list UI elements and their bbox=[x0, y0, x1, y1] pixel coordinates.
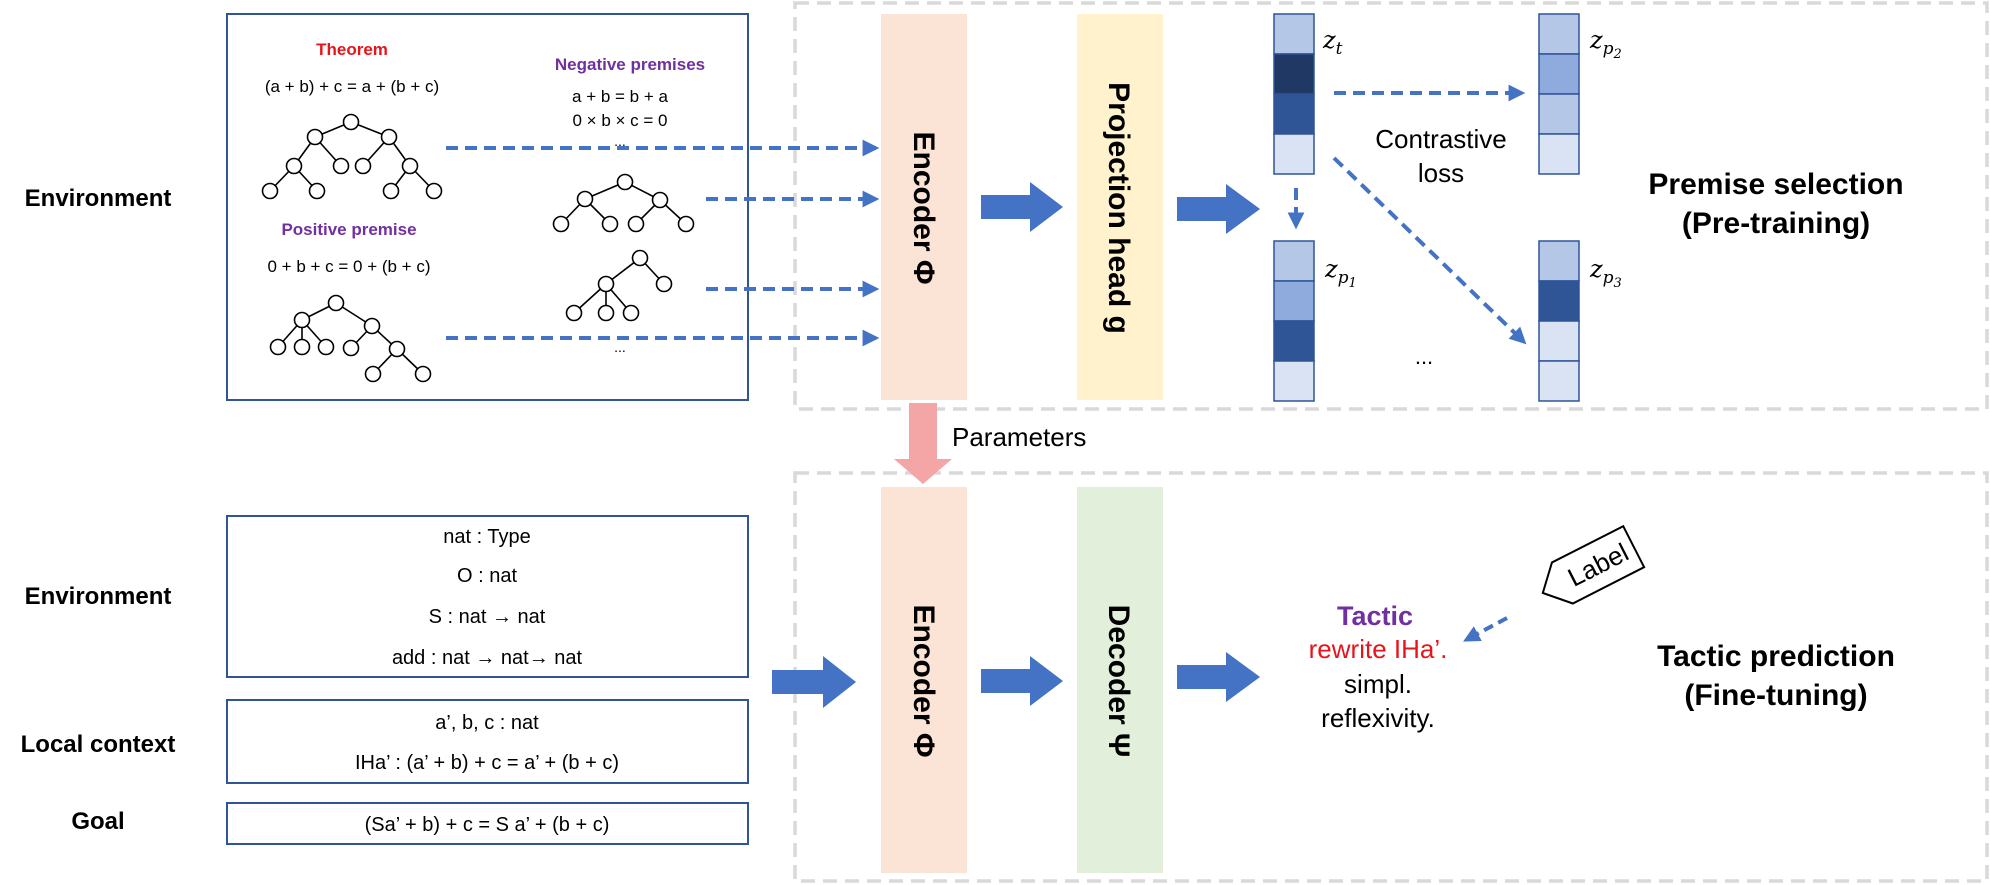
row-label-environment-bottom: Environment bbox=[25, 583, 172, 610]
theorem-expression: (a + b) + c = a + (b + c) bbox=[265, 77, 439, 96]
contrastive-loss-line-1: Contrastive bbox=[1375, 124, 1507, 154]
negative-premise-1: a + b = b + a bbox=[572, 87, 668, 106]
encoder-bottom-label: Encoder Φ bbox=[907, 605, 940, 758]
contrastive-loss-line-2: loss bbox=[1418, 158, 1464, 188]
premise-selection-subtitle: (Pre-training) bbox=[1682, 207, 1870, 240]
embedding-zp3 bbox=[1538, 240, 1580, 402]
negative-premise-2: 0 × b × c = 0 bbox=[573, 111, 668, 130]
zp1-label: zp1 bbox=[1324, 255, 1357, 291]
local-context-line-2: IHa’ : (a’ + b) + c = a’ + (b + c) bbox=[355, 752, 619, 774]
environment-to-encoder-arrows bbox=[446, 139, 880, 347]
premise-selection-frame bbox=[793, 1, 1989, 411]
tactic-title: Tactic bbox=[1337, 601, 1413, 631]
tactic-line-simpl: simpl. bbox=[1344, 669, 1412, 699]
parameters-label: Parameters bbox=[952, 422, 1086, 452]
local-context-line-1: a’, b, c : nat bbox=[435, 712, 539, 734]
arrow-projection-to-embeddings bbox=[1177, 184, 1260, 234]
projection-head-label: Projection head g bbox=[1102, 82, 1135, 334]
negative-ellipsis-top: ... bbox=[614, 133, 626, 149]
goal-box: (Sa’ + b) + c = S a’ + (b + c) bbox=[226, 802, 749, 845]
finetune-environment-box: nat : Type O : nat S : nat → nat add : n… bbox=[226, 515, 749, 678]
encoder-top-label: Encoder Φ bbox=[907, 132, 940, 285]
decoder-label: Decoder Ψ bbox=[1102, 605, 1135, 758]
embeddings-ellipsis: ... bbox=[1415, 344, 1433, 369]
row-label-environment-top: Environment bbox=[25, 185, 172, 212]
zt-label: zt bbox=[1322, 26, 1343, 59]
decoder-block bbox=[1077, 487, 1163, 873]
zp2-label: zp2 bbox=[1589, 26, 1622, 62]
positive-premise-tree bbox=[269, 294, 432, 383]
negative-premises-title: Negative premises bbox=[555, 55, 705, 74]
positive-premise-title: Positive premise bbox=[281, 220, 416, 239]
env-line-2: O : nat bbox=[457, 565, 517, 587]
theorem-title: Theorem bbox=[316, 40, 388, 59]
row-label-goal: Goal bbox=[71, 808, 124, 835]
embedding-zt bbox=[1273, 13, 1315, 175]
premise-selection-title: Premise selection bbox=[1648, 168, 1903, 201]
arrow-inputs-to-encoder bbox=[772, 656, 856, 708]
theorem-tree bbox=[261, 113, 443, 200]
local-context-box: a’, b, c : nat IHa’ : (a’ + b) + c = a’ … bbox=[226, 699, 749, 784]
env-line-3: S : nat → nat bbox=[429, 606, 546, 628]
parameters-arrow bbox=[894, 403, 952, 484]
env-line-1: nat : Type bbox=[443, 526, 530, 548]
arrow-decoder-to-tactic bbox=[1177, 652, 1260, 702]
embedding-zp2 bbox=[1538, 13, 1580, 175]
tactic-prediction-subtitle: (Fine-tuning) bbox=[1684, 679, 1867, 712]
projection-head-block bbox=[1077, 14, 1163, 400]
row-label-local-context: Local context bbox=[21, 731, 176, 758]
arrow-encoder-to-projection bbox=[981, 182, 1063, 232]
contrastive-arrows bbox=[1287, 84, 1527, 345]
negative-premise-tree-2 bbox=[565, 249, 673, 322]
negative-premise-tree-1 bbox=[552, 173, 695, 233]
pretrain-environment-box: Theorem (a + b) + c = a + (b + c) Negati… bbox=[226, 13, 749, 401]
label-tag: Label bbox=[1541, 524, 1646, 605]
goal-line: (Sa’ + b) + c = S a’ + (b + c) bbox=[365, 814, 610, 836]
encoder-bottom-block bbox=[881, 487, 967, 873]
zp3-label: zp3 bbox=[1589, 255, 1622, 291]
negative-ellipsis-bottom: ... bbox=[614, 339, 626, 355]
arrow-encoder-to-decoder bbox=[981, 656, 1063, 706]
tactic-line-reflexivity: reflexivity. bbox=[1321, 703, 1435, 733]
embedding-zp1 bbox=[1273, 240, 1315, 402]
env-line-4: add : nat → nat→ nat bbox=[392, 647, 583, 669]
label-to-tactic-arrow bbox=[1463, 616, 1508, 642]
positive-premise-expression: 0 + b + c = 0 + (b + c) bbox=[267, 257, 430, 276]
encoder-top-block bbox=[881, 14, 967, 400]
tactic-line-rewrite: rewrite IHa’. bbox=[1309, 634, 1448, 664]
tactic-prediction-title: Tactic prediction bbox=[1657, 640, 1895, 673]
